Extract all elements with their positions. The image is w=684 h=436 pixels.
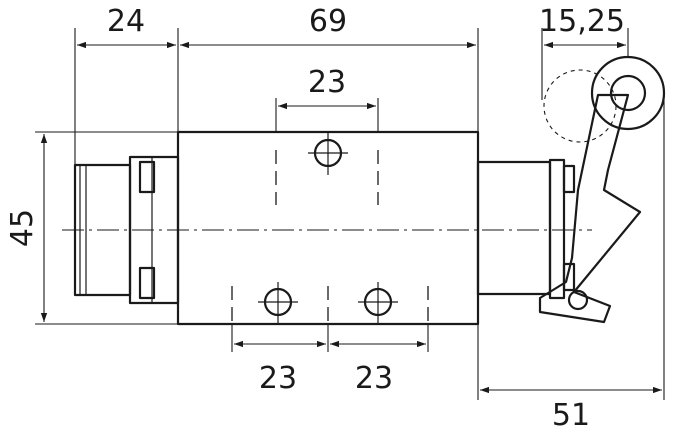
dimension-roller-offset: 15,25	[539, 4, 629, 100]
dimension-label-23-bottom-right: 23	[355, 361, 393, 396]
top-port	[308, 132, 348, 175]
dimension-body-length: 69	[180, 4, 479, 132]
dimension-label-51: 51	[552, 398, 590, 433]
roller-lever	[538, 55, 666, 324]
dimension-left-width: 24	[74, 4, 179, 165]
dimension-label-45: 45	[5, 209, 40, 247]
dimension-height: 45	[5, 131, 178, 325]
dimension-bottom-port-spacing-right: 23	[330, 324, 429, 396]
dimension-label-69: 69	[309, 4, 347, 39]
dimension-top-port-spacing: 23	[275, 65, 379, 132]
dimension-label-23-top: 23	[308, 65, 346, 100]
dimension-label-23-bottom-left: 23	[259, 361, 297, 396]
dimension-lever-length: 51	[477, 93, 665, 433]
dimension-label-15-25: 15,25	[539, 4, 625, 39]
bottom-port-left	[258, 282, 298, 324]
dimension-label-24: 24	[107, 4, 145, 39]
dimension-bottom-port-spacing-left: 23	[231, 324, 329, 396]
right-end-cap	[476, 158, 576, 300]
bottom-port-right	[358, 282, 398, 324]
